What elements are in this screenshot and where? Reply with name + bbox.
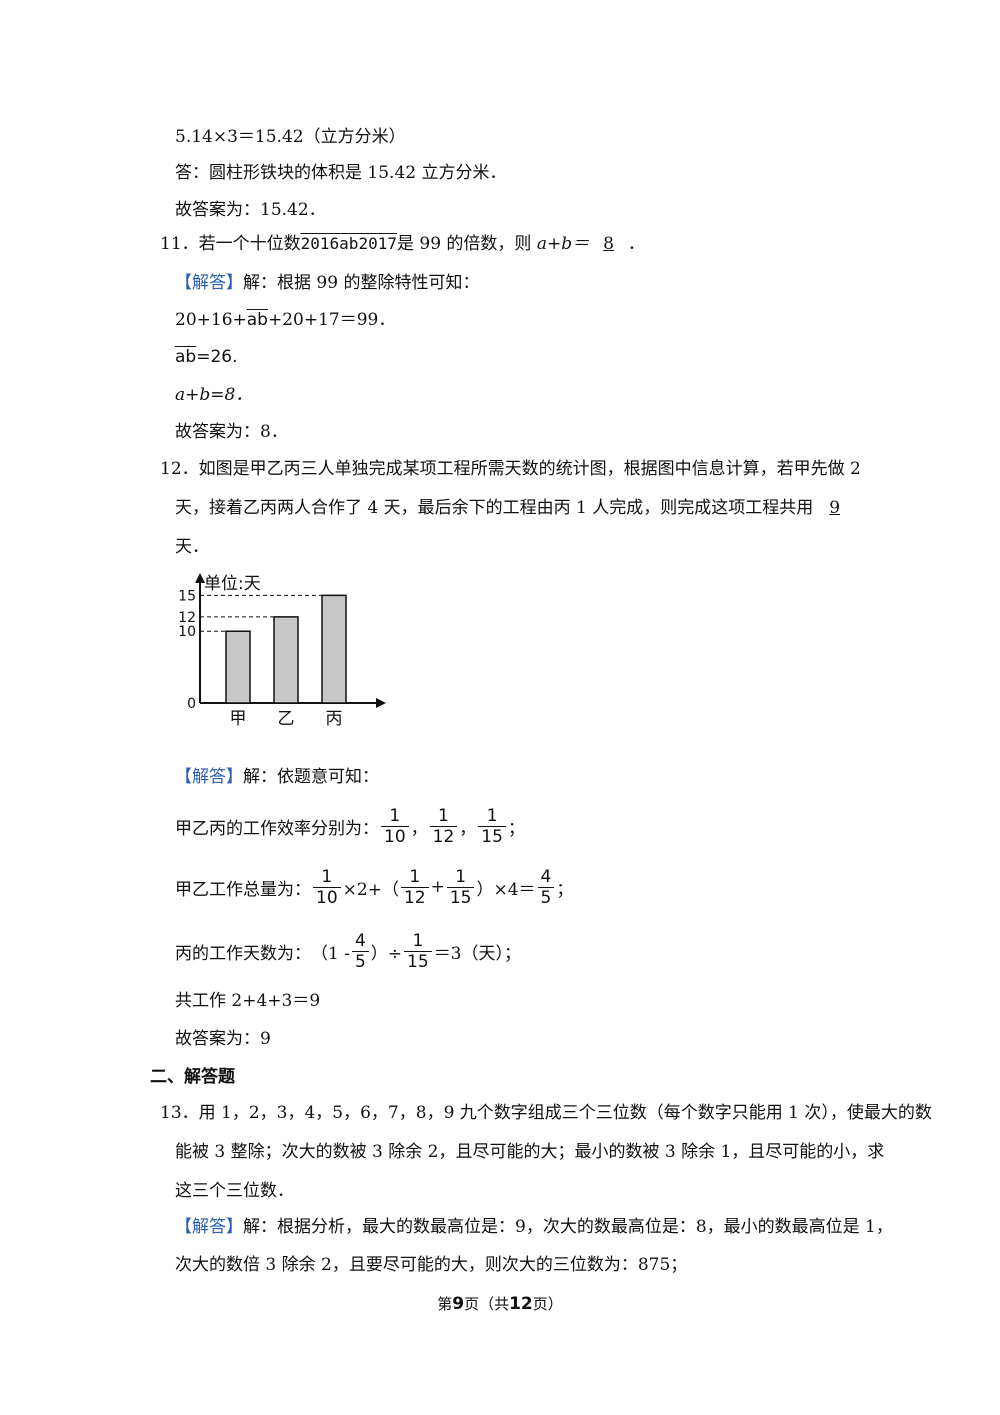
- solution-11-line2: ab=26.: [175, 347, 238, 367]
- bar-甲: [225, 630, 251, 704]
- y-tick-label: 12: [178, 610, 196, 626]
- y-tick-label: 0: [187, 696, 196, 712]
- solution-tag: 【解答】: [175, 273, 243, 293]
- calc-line: 5.14×3＝15.42（立方分米）: [175, 127, 406, 147]
- section-heading: 二、解答题: [150, 1067, 235, 1087]
- question-13-line3: 这三个三位数．: [175, 1181, 294, 1201]
- ten-digit-number: 2016ab2017: [300, 234, 397, 253]
- x-axis-arrow: [376, 698, 386, 708]
- solution-tag: 【解答】: [175, 1217, 243, 1237]
- solution-11-line3: a+b=8．: [175, 385, 253, 405]
- solution-12-header: 【解答】解：依题意可知：: [175, 767, 379, 787]
- solution-13-line2: 次大的数倍 3 除余 2，且要尽可能的大，则次大的三位数为：875；: [175, 1255, 688, 1275]
- answer-line: 答：圆柱形铁块的体积是 15.42 立方分米．: [175, 163, 507, 183]
- page-number: 9: [452, 1294, 465, 1314]
- y-tick-label: 10: [178, 624, 196, 640]
- question-12-line2: 天，接着乙丙两人合作了 4 天，最后余下的工程由丙 1 人完成，则完成这项工程共…: [175, 498, 841, 518]
- page-footer: 第9页（共12页）: [437, 1294, 563, 1314]
- solution-11-line1: 20+16+ab+20+17＝99．: [175, 310, 396, 330]
- solution-tag: 【解答】: [175, 767, 243, 787]
- solution-12-answer: 故答案为：9: [175, 1029, 271, 1049]
- question-12-line3: 天．: [175, 537, 209, 557]
- question-11: 11．若一个十位数2016ab2017是 99 的倍数，则 a+b＝8．: [160, 234, 645, 254]
- y-axis-arrow: [195, 573, 205, 583]
- x-tick-label: 乙: [278, 709, 295, 729]
- solution-12-sum: 共工作 2+4+3＝9: [175, 991, 321, 1011]
- solution-11-answer: 故答案为：8．: [175, 422, 288, 442]
- question-13-line1: 13．用 1，2，3，4，5，6，7，8，9 九个数字组成三个三位数（每个数字只…: [160, 1103, 932, 1123]
- x-tick-label: 丙: [326, 709, 343, 729]
- solution-11-header: 【解答】解：根据 99 的整除特性可知：: [175, 273, 480, 293]
- y-tick-label: 15: [178, 588, 196, 604]
- chart-title: 单位:天: [204, 574, 261, 594]
- x-tick-label: 甲: [230, 709, 247, 729]
- question-12-line1: 12．如图是甲乙丙三人单独完成某项工程所需天数的统计图，根据图中信息计算，若甲先…: [160, 459, 861, 479]
- bar-丙: [321, 594, 347, 704]
- answer-blank-11: 8: [603, 234, 614, 254]
- answer-blank-12: 9: [829, 498, 841, 518]
- total-pages: 12: [509, 1294, 533, 1314]
- final-answer-line: 故答案为：15.42．: [175, 200, 326, 220]
- bar-乙: [273, 616, 299, 704]
- solution-13-line1: 【解答】解：根据分析，最大的数最高位是：9，次大的数最高位是：8，最小的数最高位…: [175, 1217, 893, 1237]
- question-13-line2: 能被 3 整除；次大的数被 3 除余 2，且尽可能的大；最小的数被 3 除余 1…: [175, 1142, 885, 1162]
